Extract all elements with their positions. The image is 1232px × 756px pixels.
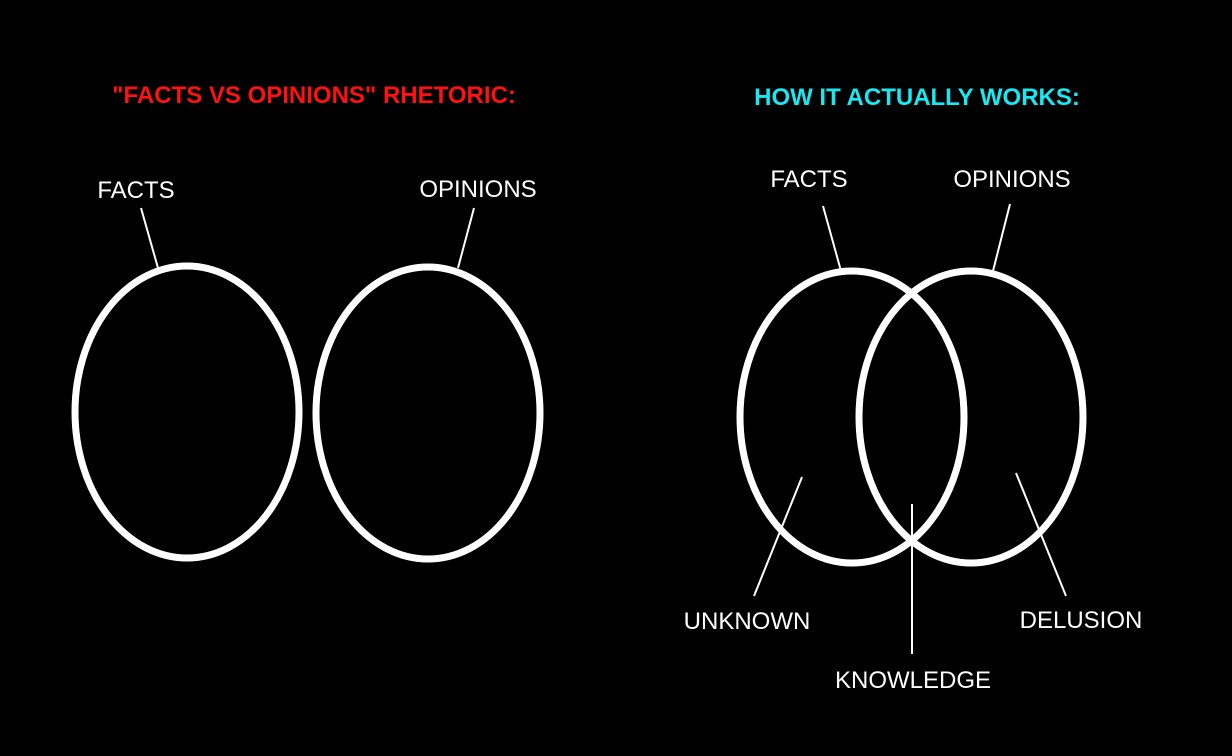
delusion-label: DELUSION <box>1020 607 1143 634</box>
left-facts-circle <box>71 262 303 562</box>
left-panel: "FACTS VS OPINIONS" RHETORIC: FACTS OPIN… <box>71 82 544 563</box>
unknown-label: UNKNOWN <box>684 608 811 635</box>
unknown-pointer <box>753 476 803 597</box>
right-opinions-circle <box>855 267 1087 567</box>
left-opinions-circle <box>312 263 544 563</box>
left-opinions-label: OPINIONS <box>419 176 536 203</box>
right-opinions-label: OPINIONS <box>953 166 1070 193</box>
right-panel: HOW IT ACTUALLY WORKS: FACTS OPINIONS UN… <box>684 84 1143 694</box>
right-facts-pointer <box>822 205 842 272</box>
right-facts-circle <box>736 267 968 567</box>
left-facts-label: FACTS <box>97 177 174 204</box>
right-facts-label: FACTS <box>770 166 847 193</box>
right-opinions-pointer <box>992 203 1011 272</box>
knowledge-label: KNOWLEDGE <box>835 667 991 694</box>
right-panel-title: HOW IT ACTUALLY WORKS: <box>754 84 1080 111</box>
left-panel-title: "FACTS VS OPINIONS" RHETORIC: <box>112 82 516 109</box>
left-facts-pointer <box>140 207 159 269</box>
delusion-pointer <box>1015 472 1067 597</box>
left-opinions-pointer <box>457 207 475 269</box>
